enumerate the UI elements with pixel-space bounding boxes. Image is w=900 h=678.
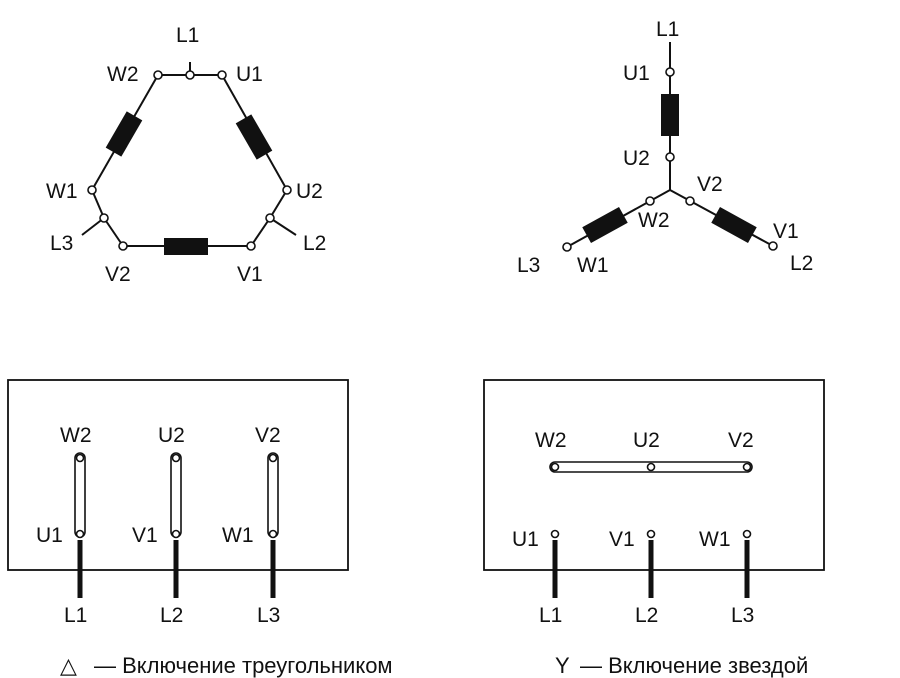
star-caption: — Включение звездой	[580, 653, 808, 678]
delta-label-l2: L2	[303, 232, 326, 255]
star-coil-w	[582, 206, 628, 244]
star-terminal-box: W2 U2 V2 U1 V1 W1 L1 L2 L3	[483, 379, 825, 627]
star-box-label-v1: V1	[609, 528, 635, 551]
star-terminal-v1	[768, 241, 778, 251]
star-box-terminal-w1	[742, 529, 752, 539]
delta-l2-lead	[269, 217, 297, 236]
star-box-label-u1: U1	[512, 528, 539, 551]
delta-jumper-2	[170, 452, 182, 538]
star-terminal-v2	[685, 196, 695, 206]
delta-coil-w	[105, 111, 143, 157]
delta-left-bottom-wire	[103, 217, 124, 247]
delta-caption: — Включение треугольником	[94, 653, 393, 678]
star-label-v2: V2	[697, 173, 723, 196]
delta-box-label-w1: W1	[222, 524, 254, 547]
star-box-frame	[483, 379, 825, 571]
star-label-u1: U1	[623, 62, 650, 85]
delta-terminal-w2	[153, 70, 163, 80]
delta-terminal-l3	[99, 213, 109, 223]
star-box-label-u2: U2	[633, 429, 660, 452]
star-label-w1: W1	[577, 254, 609, 277]
captions: △ — Включение треугольником Y — Включени…	[60, 653, 808, 678]
delta-label-u1: U1	[236, 63, 263, 86]
star-box-label-w2: W2	[535, 429, 567, 452]
star-terminal-u1	[665, 67, 675, 77]
delta-terminal-box: W2 U2 V2 U1 V1 W1 L1 L2 L3	[7, 379, 349, 627]
star-box-label-l1: L1	[539, 604, 562, 627]
delta-box-label-v2: V2	[255, 424, 281, 447]
delta-box-label-l1: L1	[64, 604, 87, 627]
star-label-u2: U2	[623, 147, 650, 170]
delta-jumper-3	[267, 452, 279, 538]
delta-coil-u	[235, 114, 273, 160]
delta-box-terminal-v2	[268, 453, 278, 463]
star-box-label-w1: W1	[699, 528, 731, 551]
star-label-v1: V1	[773, 220, 799, 243]
delta-coil-v	[164, 238, 208, 255]
delta-box-terminal-u2	[171, 453, 181, 463]
star-label-l1: L1	[656, 18, 679, 41]
delta-box-terminal-w1	[268, 529, 278, 539]
delta-terminal-u2	[282, 185, 292, 195]
delta-terminal-l1	[185, 70, 195, 80]
delta-label-w2: W2	[107, 63, 139, 86]
delta-box-label-u2: U2	[158, 424, 185, 447]
star-label-l2: L2	[790, 252, 813, 275]
delta-schematic: L1 W2 U1 W1 U2 L3 L2 V2 V1	[46, 24, 326, 286]
delta-terminal-u1	[217, 70, 227, 80]
star-box-terminal-u2	[646, 462, 656, 472]
star-label-l3: L3	[517, 254, 540, 277]
delta-label-v1: V1	[237, 263, 263, 286]
delta-terminal-w1	[87, 185, 97, 195]
delta-terminal-l2	[265, 213, 275, 223]
delta-label-u2: U2	[296, 180, 323, 203]
star-box-label-v2: V2	[728, 429, 754, 452]
delta-label-l1: L1	[176, 24, 199, 47]
star-schematic: L1 U1 U2 V2 W2 V1 L2 L3 W1	[517, 18, 813, 277]
delta-box-terminal-w2	[75, 453, 85, 463]
delta-label-v2: V2	[105, 263, 131, 286]
delta-box-terminal-u1	[75, 529, 85, 539]
star-symbol: Y	[555, 653, 570, 678]
star-coil-u	[661, 94, 679, 136]
delta-box-label-l2: L2	[160, 604, 183, 627]
delta-terminal-v1	[246, 241, 256, 251]
delta-box-terminal-v1	[171, 529, 181, 539]
delta-box-label-l3: L3	[257, 604, 280, 627]
star-box-terminal-v2	[742, 462, 752, 472]
star-terminal-u2	[665, 152, 675, 162]
star-terminal-w1	[562, 242, 572, 252]
delta-right-lower-wire	[269, 189, 288, 219]
star-label-w2: W2	[638, 209, 670, 232]
delta-jumper-1	[74, 452, 86, 538]
star-box-label-l3: L3	[731, 604, 754, 627]
delta-box-label-u1: U1	[36, 524, 63, 547]
delta-left-lower-wire	[91, 189, 105, 219]
star-box-label-l2: L2	[635, 604, 658, 627]
delta-right-bottom-wire	[250, 217, 271, 247]
star-coil-v	[711, 206, 757, 244]
star-box-terminal-v1	[646, 529, 656, 539]
delta-symbol: △	[60, 653, 77, 678]
star-box-terminal-u1	[550, 529, 560, 539]
delta-box-label-w2: W2	[60, 424, 92, 447]
delta-terminal-v2	[118, 241, 128, 251]
delta-box-label-v1: V1	[132, 524, 158, 547]
star-box-terminal-w2	[550, 462, 560, 472]
delta-label-l3: L3	[50, 232, 73, 255]
star-terminal-w2	[645, 196, 655, 206]
delta-label-w1: W1	[46, 180, 78, 203]
